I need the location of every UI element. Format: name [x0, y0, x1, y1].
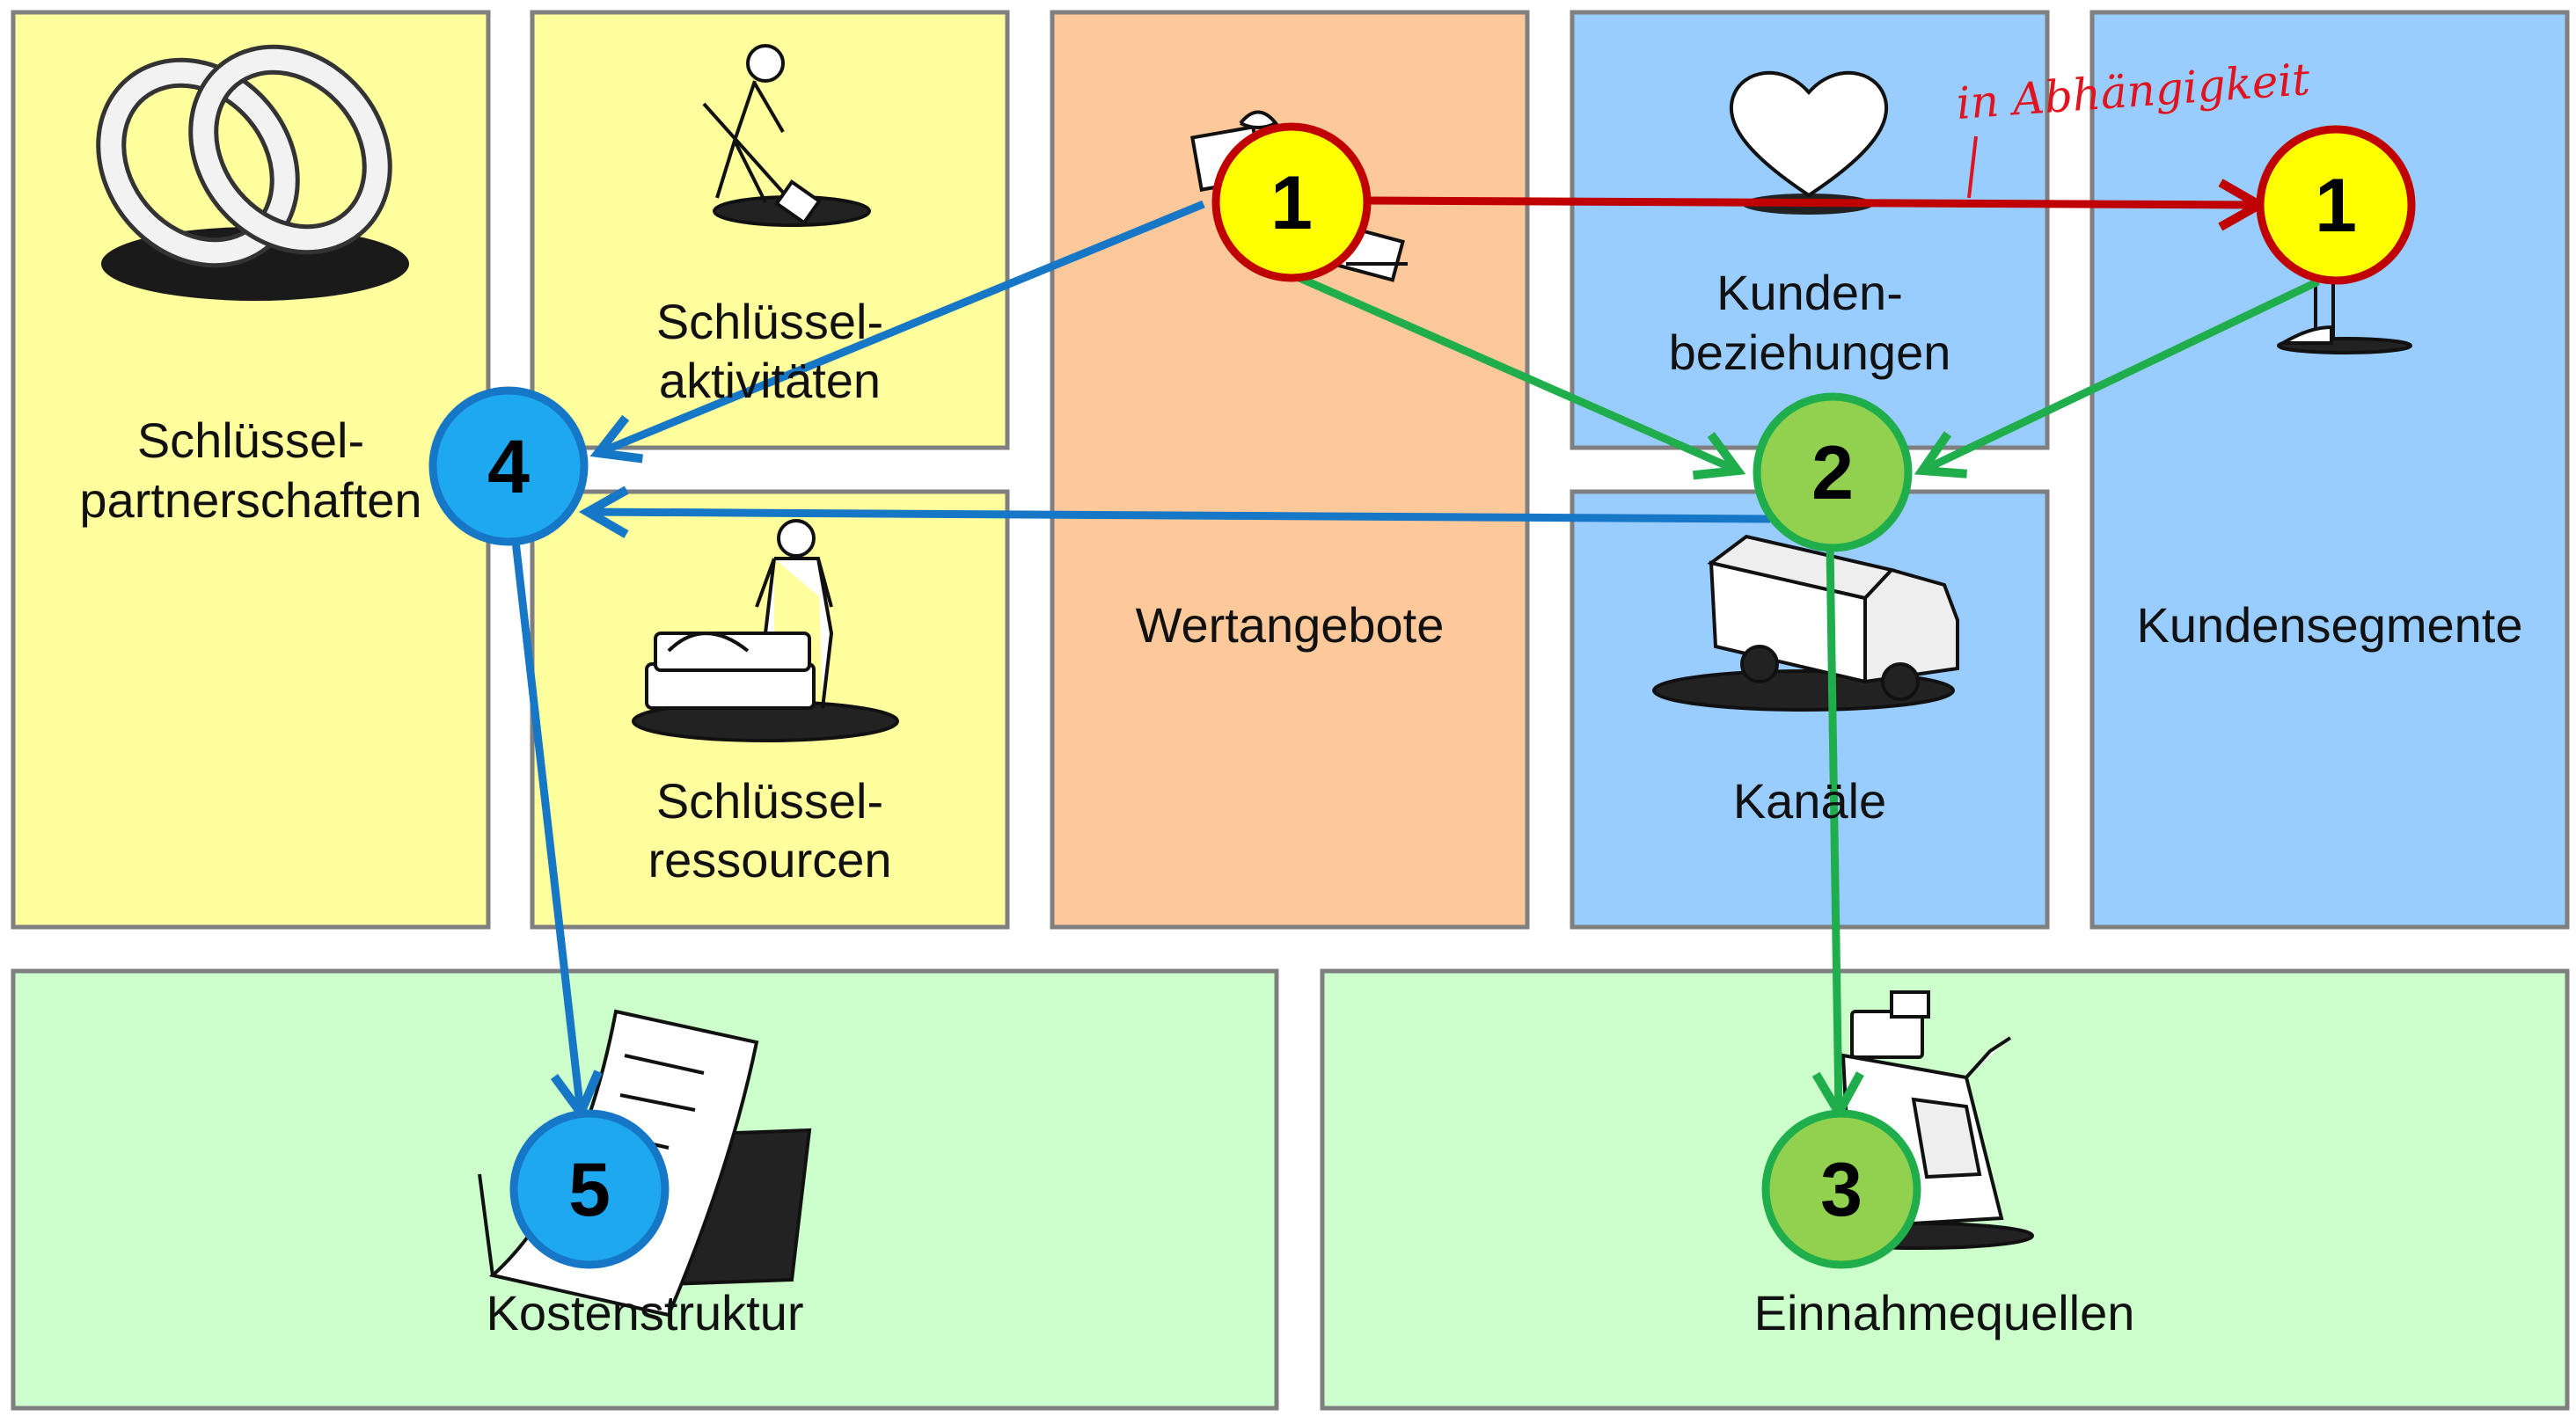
label-kundensegmente: Kundensegmente: [2136, 597, 2522, 653]
annotation-tick: [1967, 135, 1978, 199]
badge-partnerschaften: 4: [428, 386, 589, 546]
label-schluesselressourcen-line1: Schlüssel-: [656, 773, 883, 829]
label-schluesselaktivitaeten-line1: Schlüssel-: [656, 294, 883, 349]
label-schluesselpartnerschaften-line2: partnerschaften: [79, 472, 421, 528]
badge-kundensegmente: 1: [2256, 125, 2416, 285]
label-kanaele: Kanäle: [1733, 773, 1886, 829]
badge-einnahmequellen: 3: [1761, 1109, 1921, 1269]
block-schluesselpartnerschaften: [11, 10, 491, 930]
arrow-wertangebote-to-partnerschaften: [589, 200, 1205, 464]
arrow-kundensegmente-to-kanaele: [1914, 277, 2320, 478]
badge-kundensegmente-number: 1: [2315, 164, 2357, 248]
block-kundenbeziehungen: [1570, 10, 2050, 450]
label-schluesselressourcen-line2: ressourcen: [648, 832, 891, 887]
arrow-kanaele-to-einnahmequellen: [1811, 544, 1864, 1122]
label-wertangebote: Wertangebote: [1136, 597, 1445, 653]
label-einnahmequellen: Einnahmequellen: [1754, 1285, 2135, 1340]
label-kundenbeziehungen-line1: Kunden-: [1716, 265, 1903, 320]
badge-kanaele: 2: [1753, 392, 1913, 552]
digging-person-icon: [702, 44, 871, 227]
badge-kostenstruktur: 5: [509, 1109, 670, 1269]
arrow-kanaele-to-partnerschaften: [578, 486, 1771, 538]
badge-kanaele-number: 2: [1811, 431, 1854, 515]
badge-einnahmequellen-number: 3: [1820, 1148, 1862, 1232]
delivery-truck-icon: [1652, 534, 1959, 712]
label-schluesselaktivitaeten-line2: aktivitäten: [659, 353, 881, 408]
interlocked-rings-icon: [96, 44, 409, 301]
badge-wertangebote: 1: [1211, 122, 1372, 282]
arrow-wertangebote-to-kanaele: [1290, 270, 1746, 480]
label-kostenstruktur: Kostenstruktur: [486, 1285, 803, 1340]
badge-kostenstruktur-number: 5: [568, 1148, 611, 1232]
label-kundenbeziehungen-line2: beziehungen: [1669, 325, 1951, 380]
arrow-partnerschaften-to-kostenstruktur: [511, 540, 603, 1122]
label-schluesselpartnerschaften-line1: Schlüssel-: [137, 413, 364, 468]
heart-icon: [1729, 70, 1889, 215]
badge-partnerschaften-number: 4: [487, 425, 530, 509]
arrow-wertangebote-to-kundensegmente: [1367, 179, 2269, 231]
badge-wertangebote-number: 1: [1270, 161, 1313, 245]
person-with-boxes-icon: [632, 519, 899, 742]
block-schluesselaktivitaeten: [530, 10, 1010, 450]
